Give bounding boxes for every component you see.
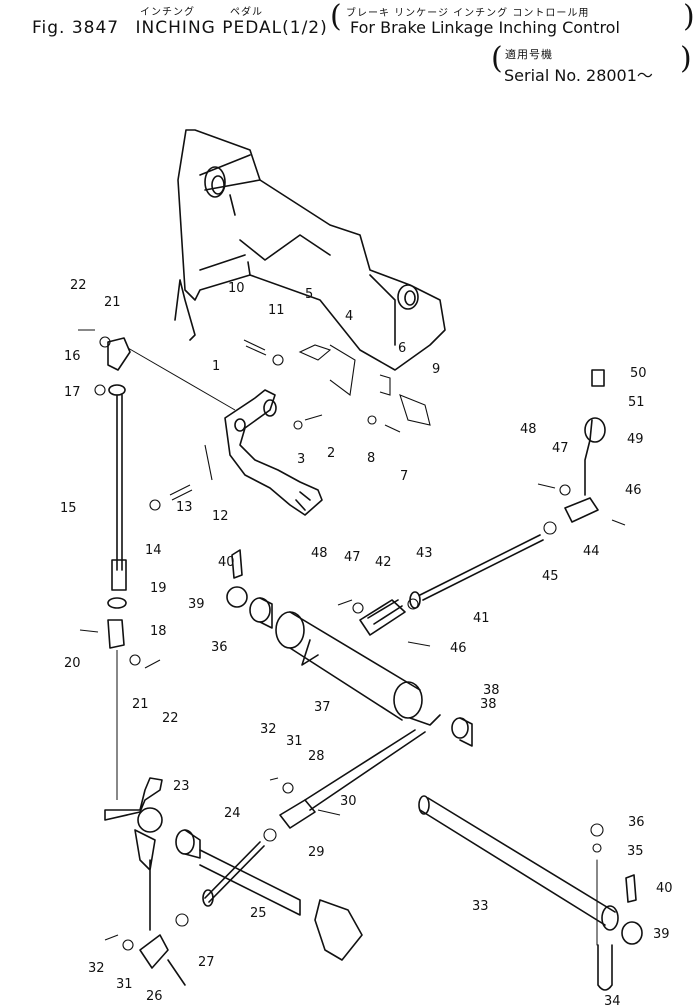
rod-25 bbox=[202, 841, 265, 907]
part-label-46: 46 bbox=[625, 483, 642, 498]
part-label-38: 38 bbox=[483, 683, 500, 698]
rod-15 bbox=[107, 337, 131, 649]
part-label-10: 10 bbox=[228, 281, 245, 296]
part-label-11: 11 bbox=[268, 303, 285, 318]
part-label-41: 41 bbox=[473, 611, 490, 626]
part-label-32: 32 bbox=[260, 722, 277, 737]
part-label-31: 31 bbox=[286, 734, 303, 749]
part-label-1: 1 bbox=[212, 359, 220, 374]
part-label-49: 49 bbox=[627, 432, 644, 447]
paren-close-2: ) bbox=[680, 41, 692, 76]
part-label-33: 33 bbox=[472, 899, 489, 914]
collar-39-right bbox=[621, 874, 643, 945]
part-label-21: 21 bbox=[132, 697, 149, 712]
part-label-26: 26 bbox=[146, 989, 163, 1004]
part-number-labels: 1234567891011121314151617181920212122222… bbox=[60, 278, 673, 1005]
part-label-35: 35 bbox=[627, 844, 644, 859]
serial-number: Serial No. 28001～ bbox=[504, 66, 653, 85]
subtitle: For Brake Linkage Inching Control bbox=[350, 18, 620, 37]
u-bolt-34 bbox=[596, 859, 613, 991]
frame-bracket bbox=[174, 129, 446, 371]
figure-number: Fig. 3847 bbox=[32, 18, 120, 38]
part-label-39: 39 bbox=[188, 597, 205, 612]
part-label-3: 3 bbox=[297, 452, 305, 467]
part-label-47: 47 bbox=[344, 550, 361, 565]
part-label-5: 5 bbox=[305, 287, 313, 302]
part-label-36: 36 bbox=[211, 640, 228, 655]
part-label-51: 51 bbox=[628, 395, 645, 410]
figure-name: INCHING PEDAL(1/2) bbox=[135, 18, 328, 38]
part-label-6: 6 bbox=[398, 341, 406, 356]
shaft-with-flange bbox=[175, 829, 363, 961]
part-label-12: 12 bbox=[212, 509, 229, 524]
part-label-50: 50 bbox=[630, 366, 647, 381]
part-label-40: 40 bbox=[656, 881, 673, 896]
part-label-30: 30 bbox=[340, 794, 357, 809]
part-label-19: 19 bbox=[150, 581, 167, 596]
collar-39 bbox=[226, 549, 248, 608]
paren-close-1: ) bbox=[683, 0, 695, 34]
leader-rod-to-pedal bbox=[127, 347, 236, 411]
arm-28 bbox=[279, 729, 426, 829]
figure-title: Fig. 3847 INCHING PEDAL(1/2) bbox=[32, 18, 328, 38]
part-label-46: 46 bbox=[450, 641, 467, 656]
part-label-32: 32 bbox=[88, 961, 105, 976]
part-label-9: 9 bbox=[432, 362, 440, 377]
part-label-31: 31 bbox=[116, 977, 133, 992]
part-label-38: 38 bbox=[480, 697, 497, 712]
shaft-33 bbox=[418, 795, 619, 931]
pedal-arm bbox=[224, 389, 323, 516]
part-label-18: 18 bbox=[150, 624, 167, 639]
title-kana-pedal: ペダル bbox=[230, 7, 263, 18]
part-label-8: 8 bbox=[367, 451, 375, 466]
paren-open-1: ( bbox=[330, 0, 342, 34]
part-label-48: 48 bbox=[520, 422, 537, 437]
part-label-20: 20 bbox=[64, 656, 81, 671]
part-label-45: 45 bbox=[542, 569, 559, 584]
part-label-22: 22 bbox=[162, 711, 179, 726]
part-label-7: 7 bbox=[400, 469, 408, 484]
part-label-2: 2 bbox=[327, 446, 335, 461]
part-label-4: 4 bbox=[345, 309, 353, 324]
lever-23 bbox=[104, 777, 163, 931]
title-kana-inching: インチング bbox=[140, 7, 195, 18]
part-label-28: 28 bbox=[308, 749, 325, 764]
part-label-25: 25 bbox=[250, 906, 267, 921]
part-label-39: 39 bbox=[653, 927, 670, 942]
part-label-37: 37 bbox=[314, 700, 331, 715]
part-label-22: 22 bbox=[70, 278, 87, 293]
hardware bbox=[78, 329, 626, 951]
bush-38 bbox=[249, 597, 473, 747]
part-label-27: 27 bbox=[198, 955, 215, 970]
clevis-44 bbox=[564, 369, 606, 523]
part-label-21: 21 bbox=[104, 295, 121, 310]
part-label-16: 16 bbox=[64, 349, 81, 364]
part-label-29: 29 bbox=[308, 845, 325, 860]
part-label-15: 15 bbox=[60, 501, 77, 516]
part-label-40: 40 bbox=[218, 555, 235, 570]
part-label-14: 14 bbox=[145, 543, 162, 558]
part-label-24: 24 bbox=[224, 806, 241, 821]
part-label-23: 23 bbox=[173, 779, 190, 794]
paren-open-2: ( bbox=[491, 41, 503, 76]
part-label-42: 42 bbox=[375, 555, 392, 570]
applicable-kana: 適用号機 bbox=[505, 48, 553, 61]
part-label-47: 47 bbox=[552, 441, 569, 456]
tube-37 bbox=[275, 611, 441, 726]
part-label-36: 36 bbox=[628, 815, 645, 830]
subtitle-kana: ブレーキ リンケージ インチング コントロール用 bbox=[346, 8, 590, 19]
part-label-43: 43 bbox=[416, 546, 433, 561]
part-label-17: 17 bbox=[64, 385, 81, 400]
part-label-48: 48 bbox=[311, 546, 328, 561]
part-label-44: 44 bbox=[583, 544, 600, 559]
part-label-34: 34 bbox=[604, 994, 621, 1005]
clevis-26 bbox=[139, 934, 186, 986]
clevis-42 bbox=[359, 599, 406, 636]
part-label-13: 13 bbox=[176, 500, 193, 515]
